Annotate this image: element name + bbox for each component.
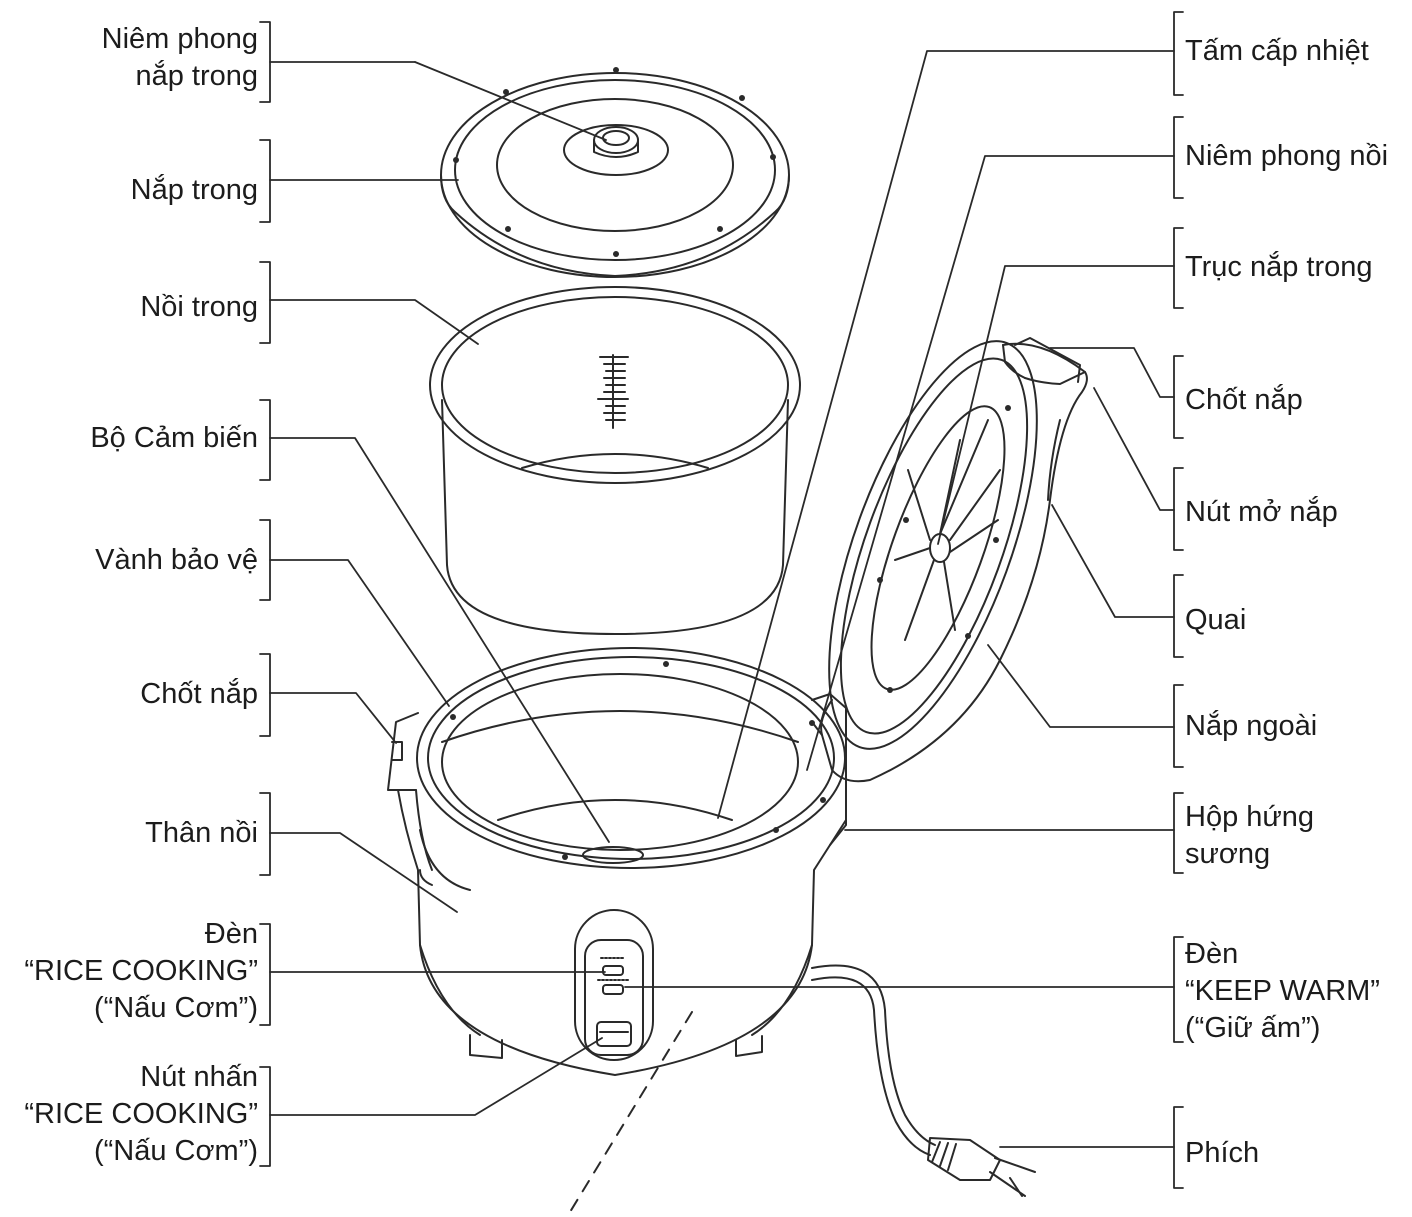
cooker-body-drawing: [387, 647, 847, 1076]
label-line: (“Nấu Cơm”): [93, 992, 258, 1024]
label-line: (“Giữ ấm”): [1185, 1012, 1321, 1044]
label-line: Thân nồi: [145, 817, 258, 849]
label-lid-latch-right: Chốt nắp: [1185, 382, 1303, 419]
control-panel-drawing: [574, 909, 654, 1061]
label-line: Nút mở nắp: [1185, 496, 1338, 528]
label-line: Chốt nắp: [1185, 384, 1303, 416]
label-heating-plate: Tấm cấp nhiệt: [1185, 33, 1369, 70]
left-brackets: [259, 21, 271, 1167]
power-cord-drawing: [811, 964, 1036, 1197]
outer-lid-drawing: [811, 337, 1088, 783]
label-line: nắp trong: [135, 60, 258, 92]
left-leaders: [269, 61, 610, 1116]
label-line: Nắp trong: [130, 174, 258, 206]
right-brackets: [1173, 11, 1184, 1189]
label-line: Phích: [1185, 1137, 1260, 1169]
label-inner-lid: Nắp trong: [131, 172, 258, 209]
label-lid-open-button: Nút mở nắp: [1185, 494, 1338, 531]
inner-lid-drawing: [440, 67, 790, 278]
label-rice-cooking-lamp: Đèn “RICE COOKING” (“Nấu Cơm”): [24, 916, 258, 1027]
label-inner-lid-shaft: Trục nắp trong: [1185, 249, 1373, 286]
label-line: (“Nấu Cơm”): [93, 1135, 258, 1167]
label-line: Đèn: [1185, 938, 1239, 970]
label-lid-latch-left: Chốt nắp: [140, 676, 258, 713]
label-line: Quai: [1185, 604, 1247, 636]
label-rice-cooking-button: Nút nhấn “RICE COOKING” (“Nấu Cơm”): [24, 1059, 258, 1170]
label-line: Niêm phong: [101, 23, 258, 55]
label-inner-lid-seal: Niêm phong nắp trong: [102, 21, 258, 95]
label-line: sương: [1185, 838, 1271, 870]
label-pot-seal: Niêm phong nồi: [1185, 138, 1388, 175]
label-plug: Phích: [1185, 1135, 1259, 1172]
label-line: Nắp ngoài: [1185, 710, 1318, 742]
label-line: Niêm phong nồi: [1185, 140, 1389, 172]
label-line: “RICE COOKING”: [24, 955, 258, 987]
label-line: Tấm cấp nhiệt: [1185, 35, 1369, 67]
label-sensor: Bộ Cảm biến: [90, 420, 258, 457]
label-line: Bộ Cảm biến: [90, 422, 258, 454]
label-inner-pot: Nồi trong: [140, 289, 258, 326]
label-line: “RICE COOKING”: [24, 1098, 258, 1130]
label-line: Nút nhấn: [140, 1061, 258, 1093]
label-line: Hộp hứng: [1185, 801, 1315, 833]
label-handle: Quai: [1185, 602, 1246, 639]
label-line: Nồi trong: [140, 291, 258, 323]
right-leaders: [624, 50, 1175, 1148]
label-dew-collector: Hộp hứng sương: [1185, 799, 1314, 873]
label-line: Đèn: [204, 918, 258, 950]
label-line: “KEEP WARM”: [1185, 975, 1380, 1007]
inner-pot-drawing: [429, 286, 801, 635]
label-keep-warm-lamp: Đèn “KEEP WARM” (“Giữ ấm”): [1185, 936, 1380, 1047]
label-protective-rim: Vành bảo vệ: [95, 542, 258, 579]
label-line: Trục nắp trong: [1185, 251, 1373, 283]
dashed-axis-line: [569, 1011, 693, 1213]
label-body: Thân nồi: [145, 815, 258, 852]
label-line: Chốt nắp: [140, 678, 258, 710]
label-outer-lid: Nắp ngoài: [1185, 708, 1317, 745]
label-line: Vành bảo vệ: [95, 544, 258, 576]
